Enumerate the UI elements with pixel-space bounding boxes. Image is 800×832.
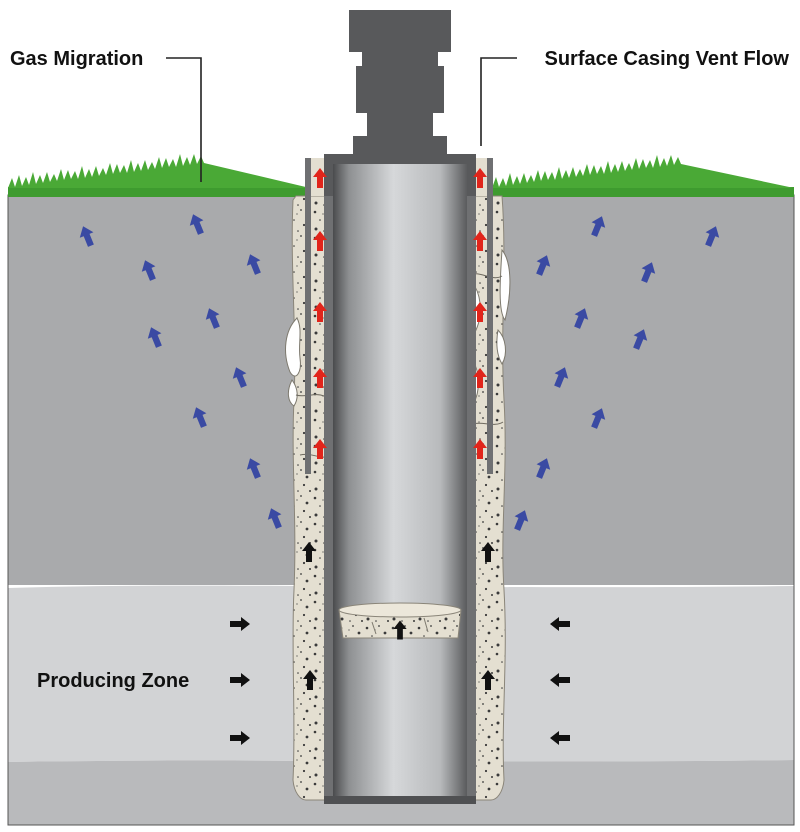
producing-zone-label: Producing Zone [37, 670, 189, 692]
gas-migration-arrow [641, 262, 656, 283]
vent-flow-arrow [473, 231, 487, 251]
casing-shoe [324, 796, 476, 804]
wellhead [324, 10, 476, 196]
upward-flow-arrow [481, 670, 495, 690]
vent-flow-leader-line [480, 57, 517, 146]
gas-migration-arrow [633, 329, 648, 350]
upward-flow-arrow [303, 670, 317, 690]
inflow-arrow [550, 617, 570, 631]
vent-flow-arrow [313, 231, 327, 251]
inflow-arrow [230, 617, 250, 631]
vent-flow-arrow [313, 439, 327, 459]
gas-migration-arrow [574, 308, 589, 329]
vent-flow-arrow [313, 168, 327, 188]
gas-migration-leader-line [166, 57, 202, 182]
gas-migration-arrow [246, 458, 261, 479]
production-casing-bore [333, 162, 467, 796]
gas-migration-arrow [536, 255, 551, 276]
inflow-arrow [550, 673, 570, 687]
gas-migration-arrow [514, 510, 529, 531]
production-casing-right-wall [467, 162, 476, 804]
gas-migration-arrow [267, 508, 282, 529]
gas-migration-arrow [189, 214, 204, 235]
gas-migration-label: Gas Migration [10, 48, 143, 70]
gas-migration-arrow [141, 260, 156, 281]
cement-cracks [285, 248, 511, 407]
vent-flow-arrow [313, 302, 327, 322]
vent-flow-arrow [473, 368, 487, 388]
inflow-arrow [550, 731, 570, 745]
gas-migration-arrow [246, 254, 261, 275]
surface-casing-vent-flow-label: Surface Casing Vent Flow [544, 48, 789, 70]
gas-migration-arrow [554, 367, 569, 388]
inflow-arrow [230, 673, 250, 687]
gas-migration-arrow [591, 216, 606, 237]
upward-flow-arrow [481, 542, 495, 562]
gas-migration-arrow [205, 308, 220, 329]
gas-migration-arrow [591, 408, 606, 429]
vent-flow-arrow [473, 439, 487, 459]
vent-flow-arrow [313, 368, 327, 388]
vent-flow-arrow [473, 168, 487, 188]
production-casing-left-wall [324, 162, 333, 804]
vent-flow-arrows [313, 168, 487, 459]
gas-migration-arrow [232, 367, 247, 388]
cement-sheath-left [291, 195, 334, 801]
upward-flow-arrow [393, 620, 407, 640]
gas-migration-arrow [79, 226, 94, 247]
gas-migration-arrow [147, 327, 162, 348]
grass-surface [8, 154, 794, 197]
upward-flow-arrow [302, 542, 316, 562]
gas-migration-arrow [536, 458, 551, 479]
gas-migration-arrow [705, 226, 720, 247]
inflow-arrow [230, 731, 250, 745]
gas-migration-arrow [192, 407, 207, 428]
surface-casing-left [305, 158, 311, 474]
gas-migration-arrows [79, 214, 720, 531]
surface-casing-right [487, 158, 493, 474]
fluid-flow-arrows [230, 542, 570, 745]
vent-flow-arrow [473, 302, 487, 322]
